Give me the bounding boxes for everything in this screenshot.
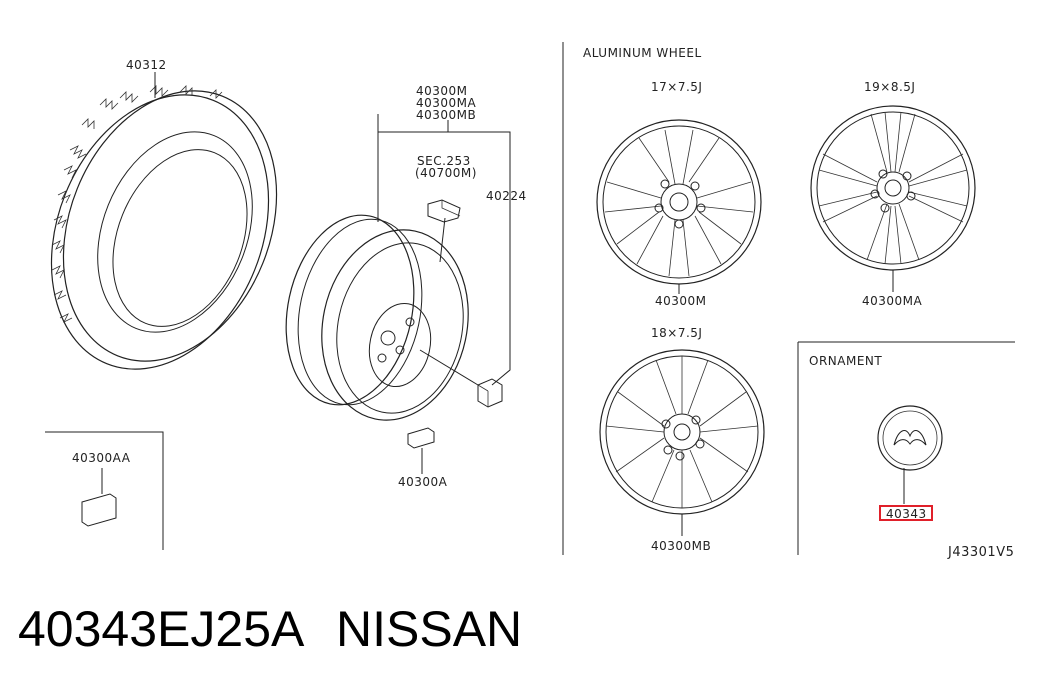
alloy-wheel-19 xyxy=(810,105,976,292)
label-wheel-steel-2: 40300MA xyxy=(416,96,477,110)
label-tire: 40312 xyxy=(126,58,167,72)
alloy-wheel-18 xyxy=(599,349,765,536)
balance-weight-a-drawing xyxy=(407,427,435,474)
tpms-valve-drawing xyxy=(427,199,461,223)
caption-part-number: 40343EJ25A xyxy=(18,601,305,657)
label-wheel-steel-1: 40300M xyxy=(416,84,468,98)
lug-nut-drawing xyxy=(477,378,503,408)
ornament-badge-drawing xyxy=(877,405,943,504)
label-sec-sub: (40700M) xyxy=(415,166,477,180)
label-weight: 40300A xyxy=(398,475,448,489)
ornament-title: ORNAMENT xyxy=(809,354,882,368)
wheel-part-18: 40300MB xyxy=(651,539,711,553)
diagram-code: J43301V5 xyxy=(947,545,1014,560)
steel-wheel-drawing xyxy=(285,114,511,421)
label-weight-aa: 40300AA xyxy=(72,451,131,465)
tire-drawing xyxy=(50,72,278,370)
balance-weight-aa-drawing xyxy=(45,431,164,550)
label-sec-ref: SEC.253 xyxy=(417,154,471,168)
wheel-part-19: 40300MA xyxy=(862,294,923,308)
ornament-part-label: 40343 xyxy=(886,507,927,521)
label-nut: 40224 xyxy=(486,189,527,203)
wheel-size-18: 18×7.5J xyxy=(651,326,702,340)
wheel-part-17: 40300M xyxy=(655,294,707,308)
wheel-size-19: 19×8.5J xyxy=(864,80,915,94)
highlight-box xyxy=(879,505,933,521)
caption-brand: NISSAN xyxy=(336,601,522,657)
aluminum-wheel-title: ALUMINUM WHEEL xyxy=(583,46,702,60)
wheel-size-17: 17×7.5J xyxy=(651,80,702,94)
alloy-wheel-17 xyxy=(596,119,762,294)
label-wheel-steel-3: 40300MB xyxy=(416,108,476,122)
infiniti-logo-icon xyxy=(893,430,927,446)
